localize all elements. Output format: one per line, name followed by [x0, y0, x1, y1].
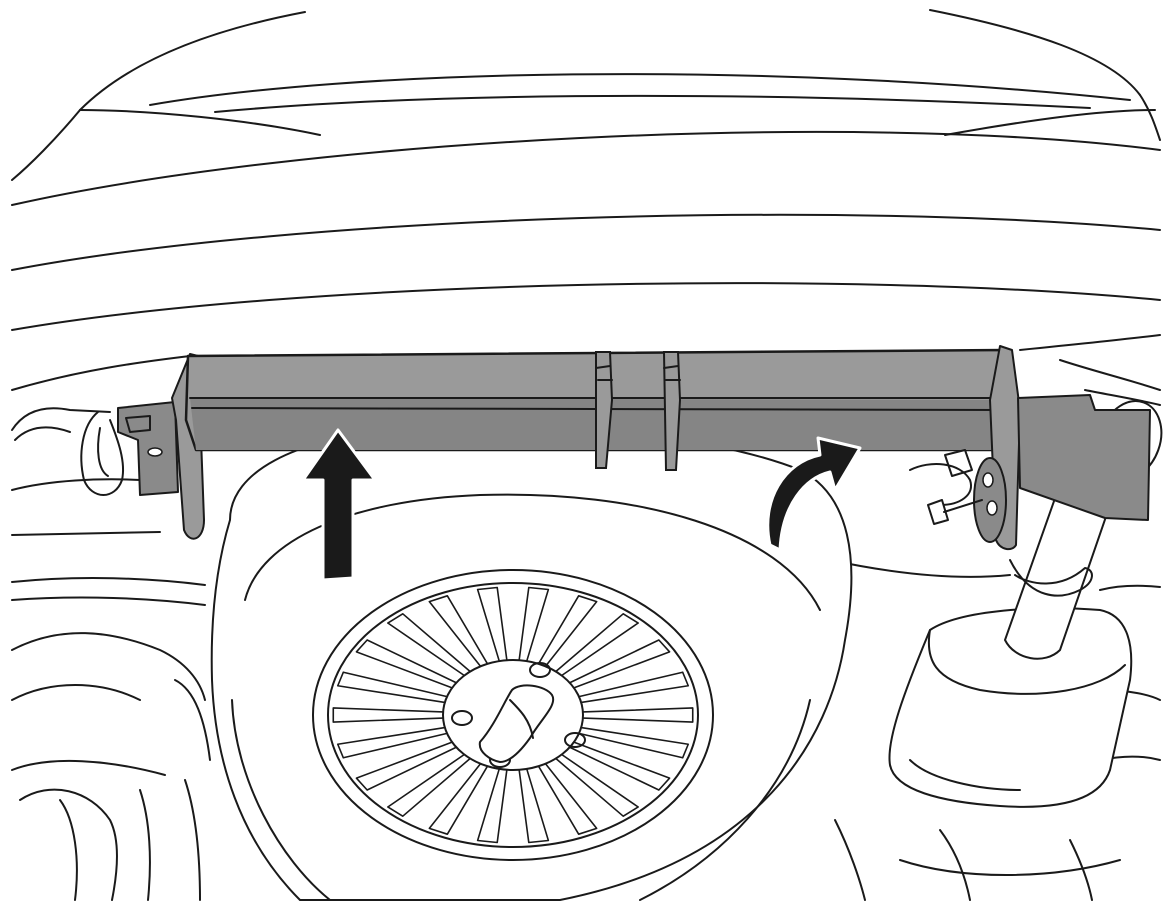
- wheel-spoke: [428, 762, 489, 835]
- wheel-spoke: [555, 613, 639, 677]
- wheel-spoke: [476, 586, 508, 662]
- wheel-spoke: [476, 768, 508, 844]
- wheel-spoke: [332, 707, 444, 723]
- wheel-spoke: [537, 762, 598, 835]
- wheel-spoke: [355, 639, 458, 689]
- bumper-contour-lines: [11, 9, 1161, 391]
- wheel-spoke: [387, 753, 471, 817]
- left-underbody: [11, 407, 211, 901]
- crossmember-bar: [117, 345, 1151, 551]
- wheel-spoke: [387, 613, 471, 677]
- wheel-spoke: [578, 671, 690, 704]
- wheel-spoke: [582, 707, 694, 723]
- spare-wheel: [210, 426, 853, 901]
- wheel-spoke: [568, 639, 671, 689]
- wheel-spoke: [578, 726, 690, 759]
- wheel-spoke: [537, 595, 598, 668]
- arrow-up-icon: [301, 428, 377, 582]
- wheel-spokes: [332, 586, 694, 844]
- wheel-spoke: [518, 586, 550, 662]
- wheel-spoke: [568, 741, 671, 791]
- curved-arrow-icon: [766, 436, 862, 552]
- wheel-spoke: [518, 768, 550, 844]
- right-underbody: [829, 389, 1161, 901]
- wheel-spoke: [336, 671, 448, 704]
- wheel-spoke: [336, 726, 448, 759]
- wheel-spoke: [428, 595, 489, 668]
- wheel-spoke: [355, 741, 458, 791]
- wheel-spoke: [555, 753, 639, 817]
